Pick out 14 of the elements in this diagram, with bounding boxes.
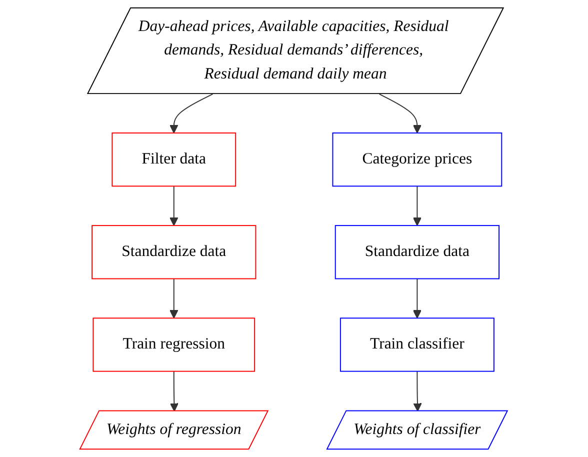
node-box: Standardize data <box>335 225 500 280</box>
arrow <box>379 94 422 134</box>
node-box: Train classifier <box>340 318 495 372</box>
arrow <box>170 370 179 412</box>
node-box: Train regression <box>93 318 256 372</box>
arrow <box>414 370 422 412</box>
arrow <box>170 278 179 319</box>
arrow <box>170 94 214 134</box>
arrow <box>170 186 179 226</box>
node-box: Filter data <box>112 132 236 187</box>
arrow <box>413 186 422 226</box>
node-box: Categorize prices <box>332 132 502 187</box>
node-box: Standardize data <box>92 225 257 280</box>
arrow <box>413 278 422 319</box>
